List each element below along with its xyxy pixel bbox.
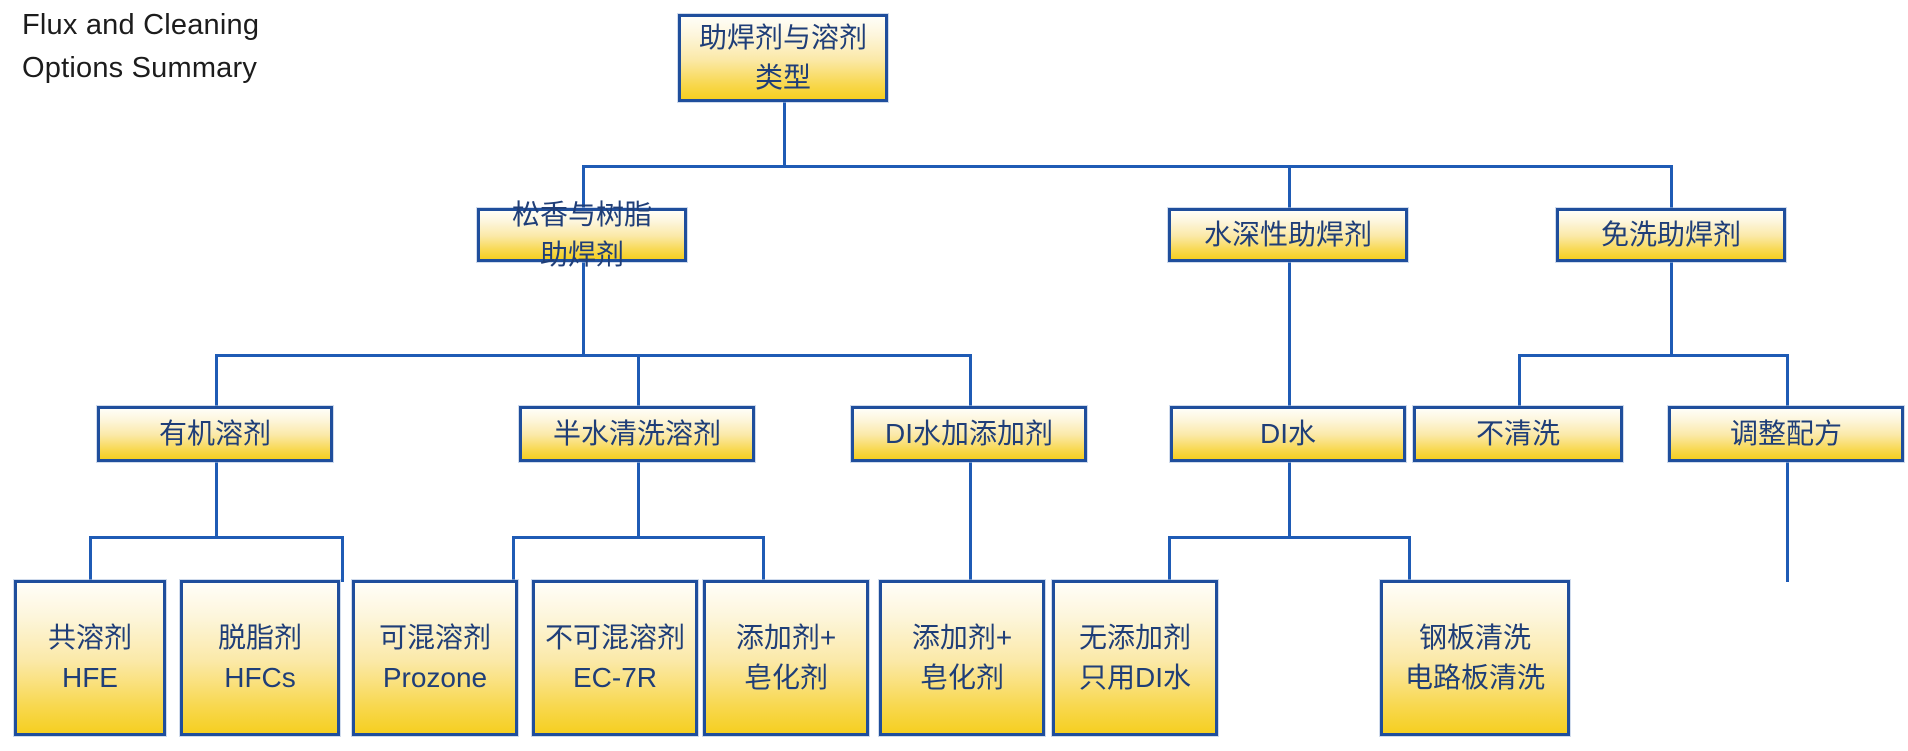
connector-drop-noclean: [1670, 165, 1673, 210]
connector-drop-noadd: [1408, 536, 1411, 582]
connector-noclean-stem: [1670, 260, 1673, 356]
connector-organic-stem: [215, 458, 218, 538]
node-immiscible-ec7r[interactable]: 不可混溶剂 EC-7R: [532, 580, 698, 736]
node-degreaser-hfcs[interactable]: 脱脂剂 HFCs: [180, 580, 340, 736]
connector-rosin-stem: [582, 260, 585, 356]
connector-rosin-bus: [215, 354, 972, 357]
node-no-wash[interactable]: 不清洗: [1413, 406, 1623, 462]
connector-drop-diadd: [969, 354, 972, 408]
node-miscible-prozone[interactable]: 可混溶剂 Prozone: [352, 580, 518, 736]
node-no-clean-flux[interactable]: 免洗助焊剂: [1556, 208, 1786, 262]
connector-drop-degrease: [341, 536, 344, 582]
node-additive-saponifier-2[interactable]: 添加剂+ 皂化剂: [879, 580, 1045, 736]
node-no-additive-di-only[interactable]: 无添加剂 只用DI水: [1052, 580, 1218, 736]
connector-drop-watersol: [1288, 165, 1291, 210]
connector-drop-nowash: [1518, 354, 1521, 408]
connector-drop-semiaq: [637, 354, 640, 408]
connector-diwater-bus: [1168, 536, 1411, 539]
node-adjust-formula[interactable]: 调整配方: [1668, 406, 1904, 462]
connector-drop-adjust: [1786, 354, 1789, 408]
connector-drop-rosin: [582, 165, 585, 210]
connector-noclean-bus: [1518, 354, 1789, 357]
connector-diadd-stem: [969, 458, 972, 582]
connector-level1-bus: [582, 165, 1673, 168]
connector-root-stem: [783, 100, 786, 167]
connector-drop-addsap2: [1168, 536, 1171, 582]
node-additive-saponifier-1[interactable]: 添加剂+ 皂化剂: [703, 580, 869, 736]
node-cosolvent-hfe[interactable]: 共溶剂 HFE: [14, 580, 166, 736]
node-semi-aqueous-solvent[interactable]: 半水清洗溶剂: [519, 406, 755, 462]
node-di-water-additive[interactable]: DI水加添加剂: [851, 406, 1087, 462]
node-rosin-flux[interactable]: 松香与树脂 助焊剂: [477, 199, 687, 270]
node-stencil-pcb-cleaning[interactable]: 钢板清洗 电路板清洗: [1380, 580, 1570, 736]
node-root[interactable]: 助焊剂与溶剂 类型: [678, 14, 888, 102]
connector-watersol-stem: [1288, 260, 1291, 408]
connector-adjust-stem: [1786, 458, 1789, 582]
connector-drop-organic: [215, 354, 218, 408]
connector-organic-bus: [89, 536, 344, 539]
connector-semiaq-stem: [637, 458, 640, 538]
node-water-soluble-flux[interactable]: 水深性助焊剂: [1168, 208, 1408, 262]
connector-semiaq-bus: [512, 536, 765, 539]
connector-drop-cosolv: [89, 536, 92, 582]
connector-diwater-stem: [1288, 458, 1291, 538]
node-di-water[interactable]: DI水: [1170, 406, 1406, 462]
connector-drop-immisc: [762, 536, 765, 582]
node-organic-solvent[interactable]: 有机溶剂: [97, 406, 333, 462]
connector-drop-miscible: [512, 536, 515, 582]
page-title: Flux and Cleaning Options Summary: [22, 9, 260, 84]
